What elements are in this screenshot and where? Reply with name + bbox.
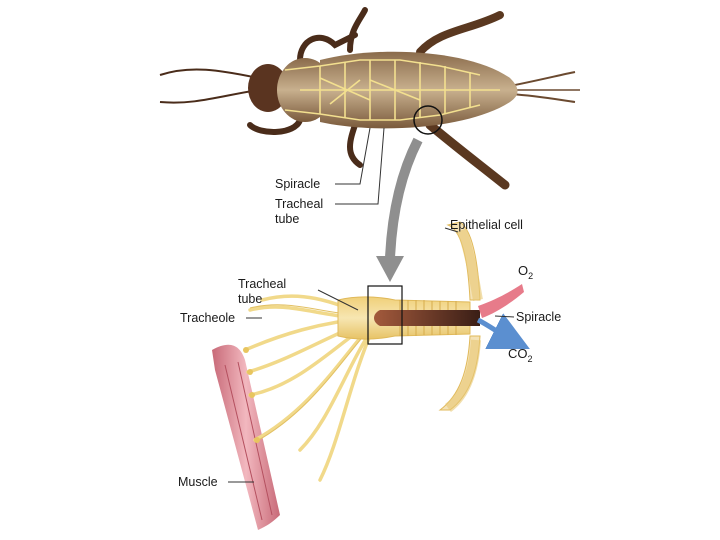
label-spiracle-top: Spiracle (275, 177, 320, 191)
spiracle-bottom-leader (494, 315, 515, 318)
tracheal-tube-bottom-leader (317, 289, 359, 311)
label-muscle: Muscle (178, 475, 218, 489)
tracheal-lumen (374, 310, 480, 326)
insect-tracheal-network (284, 59, 500, 121)
label-epithelial-cell: Epithelial cell (450, 218, 523, 232)
label-o2: O2 (518, 263, 533, 281)
insect-illustration (159, 7, 580, 190)
tracheal-rings (399, 300, 457, 336)
label-spiracle-bottom: Spiracle (516, 310, 561, 324)
zoom-box (367, 285, 403, 345)
label-tracheal-tube-bottom-1: Tracheal (238, 277, 286, 291)
epithelium (438, 221, 483, 413)
insect-head (248, 64, 288, 112)
spiracle-highlight-circle (413, 105, 443, 135)
zoom-arrow-head (376, 256, 404, 282)
label-tracheal-tube-top-2: tube (275, 212, 299, 226)
o2-inflow-arrow (478, 284, 524, 318)
label-tracheole: Tracheole (180, 311, 235, 325)
zoom-arrow (385, 137, 423, 259)
muscle-fiber (212, 344, 280, 530)
label-tracheal-tube-top-1: Tracheal (275, 197, 323, 211)
tracheal-tube-top-leader (335, 127, 385, 205)
co2-outflow-arrow (476, 313, 530, 349)
label-tracheal-tube-bottom-2: tube (238, 292, 262, 306)
tracheole-endings (243, 347, 260, 443)
epithelial-leader (444, 227, 459, 233)
label-co2: CO2 (508, 346, 533, 364)
spiracle-top-leader (335, 127, 371, 185)
